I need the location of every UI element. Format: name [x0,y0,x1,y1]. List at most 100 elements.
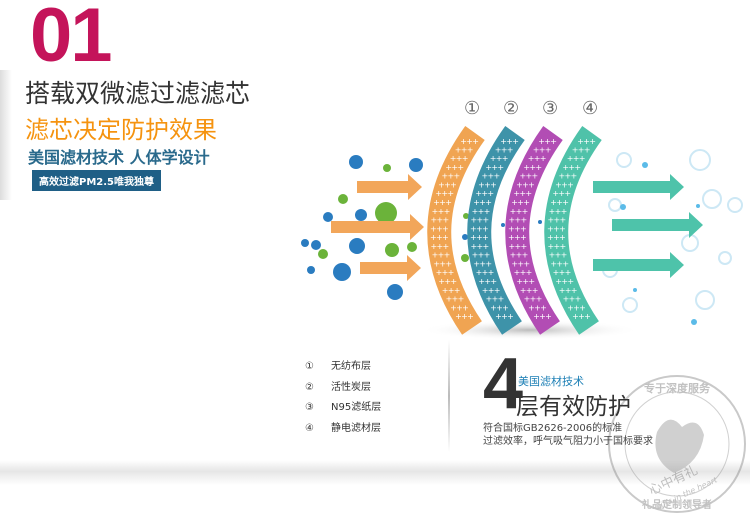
plus-mark: + [496,303,503,312]
bubble-icon [689,149,711,171]
bubble-icon [695,290,715,310]
plus-mark: + [471,242,478,251]
plus-mark: + [442,224,449,233]
plus-mark: + [444,277,451,286]
plus-mark: + [491,163,498,172]
plus-mark: + [435,189,442,198]
plus-mark: + [501,312,508,321]
particle-icon [301,239,309,247]
plus-mark: + [561,251,568,260]
plus-mark: + [552,189,559,198]
plus-mark: + [528,303,535,312]
plus-mark: + [574,163,581,172]
plus-mark: + [533,145,540,154]
plus-mark: + [476,216,483,225]
plus-mark: + [439,259,446,268]
plus-mark: + [490,277,497,286]
filter-layer-4: ++++++++++++++++++++++++++++++++++++++++… [544,125,602,335]
plus-mark: + [573,303,580,312]
plus-mark: + [578,145,585,154]
plus-mark: + [526,268,533,277]
legend-label: 静电滤材层 [331,423,381,434]
plus-mark: + [488,268,495,277]
plus-mark: + [513,189,520,198]
plus-mark: + [453,172,460,181]
plus-mark: + [547,233,554,242]
plus-mark: + [516,251,523,260]
plus-mark: + [506,137,513,146]
plus-mark: + [519,189,526,198]
layer-marker-3: ③ [542,98,559,119]
seal-inner-ring [624,391,730,497]
shade [0,70,12,200]
plus-mark: + [572,145,579,154]
plus-mark: + [510,251,517,260]
plus-mark: + [561,180,568,189]
plus-mark: + [455,312,462,321]
plus-mark: + [520,216,527,225]
legend-mark: ① [305,361,314,372]
plus-mark: + [442,216,449,225]
particle-icon [318,249,328,259]
plus-mark: + [532,286,539,295]
plus-mark: + [567,154,574,163]
plus-mark: + [500,137,507,146]
badge: 高效过滤PM2.5唯我独尊 [32,170,161,191]
plus-mark: + [472,207,479,216]
plus-mark: + [511,259,518,268]
plus-mark: + [515,242,522,251]
particle-icon [462,234,468,240]
filter-layer-band [427,125,485,335]
plus-mark: + [568,163,575,172]
plus-mark: + [437,242,444,251]
plus-mark: + [442,286,449,295]
divider [448,340,450,452]
plus-mark: + [520,286,527,295]
plus-mark: + [498,295,505,304]
plus-mark: + [438,251,445,260]
plus-mark: + [487,189,494,198]
plus-mark: + [445,163,452,172]
bubble-icon [622,297,638,313]
plus-mark: + [528,154,535,163]
plus-mark: + [466,137,473,146]
legend-mark: ④ [305,423,314,434]
plus-mark: + [511,198,518,207]
plus-mark: + [514,233,521,242]
plus-mark: + [559,233,566,242]
plus-mark: + [559,216,566,225]
plus-mark: + [573,154,580,163]
plus-mark: + [522,207,529,216]
plus-mark: + [565,268,572,277]
plus-mark: + [579,154,586,163]
plus-mark: + [478,180,485,189]
clean-dot-icon [642,162,648,168]
plus-mark: + [490,154,497,163]
plus-mark: + [523,259,530,268]
bubble-icon [727,197,743,213]
plus-mark: + [444,207,451,216]
bubble-icon [681,234,699,252]
plus-mark: + [439,198,446,207]
plus-mark: + [565,286,572,295]
plus-mark: + [450,154,457,163]
plus-mark: + [547,224,554,233]
plus-mark: + [510,207,517,216]
plus-mark: + [460,137,467,146]
plus-mark: + [497,163,504,172]
plus-mark: + [473,259,480,268]
plus-mark: + [553,268,560,277]
plus-mark: + [456,154,463,163]
shadow [420,320,640,340]
plus-mark: + [479,259,486,268]
filter-layer-3: ++++++++++++++++++++++++++++++++++++++++… [505,125,563,335]
plus-mark: + [443,242,450,251]
plus-mark: + [475,189,482,198]
layer-marker-1: ① [464,98,481,119]
bubble-icon [616,152,632,168]
plus-mark: + [476,233,483,242]
plus-mark: + [482,268,489,277]
plus-mark: + [482,224,489,233]
particle-icon [349,238,365,254]
